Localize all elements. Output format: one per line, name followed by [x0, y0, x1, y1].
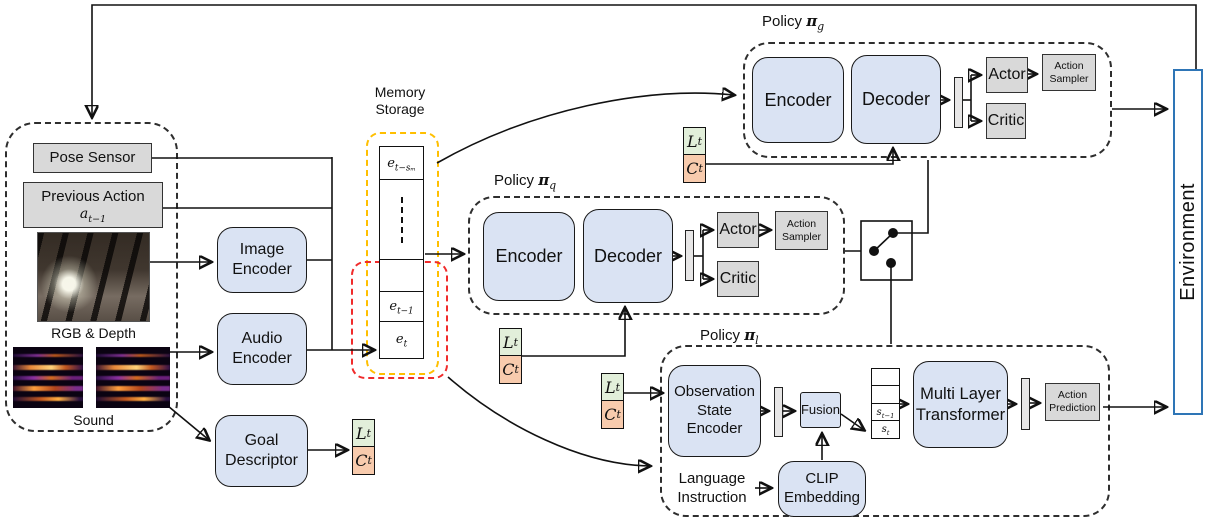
sound-caption: Sound — [73, 412, 114, 428]
pose-sensor-label: Pose Sensor — [49, 149, 136, 166]
policy-g-decoder-box: Decoder — [851, 55, 941, 144]
ellipsis-dashes — [400, 196, 403, 243]
state-cell-empty — [871, 385, 900, 405]
policy-g-feature-bar — [954, 77, 963, 128]
env-feedback-wire — [92, 4, 1197, 117]
memory-cell-ellipsis — [379, 179, 424, 261]
memory-cell-e-t: et — [379, 320, 424, 359]
rgb-depth-image — [37, 232, 150, 322]
input-panel — [5, 122, 178, 432]
memory-to-policy-l-wire — [447, 376, 650, 466]
previous-action-label: Previous Action — [41, 187, 145, 205]
state-cell-s-t: st — [871, 420, 900, 440]
state-cell-s-t-1: st−1 — [871, 402, 900, 422]
memory-cell-e-t-sm: et−sₘ — [379, 146, 424, 181]
policy-g-actor-box: Actor — [986, 57, 1028, 93]
state-stack: st−1 st — [871, 368, 900, 440]
policy-l-feature-bar — [774, 387, 783, 437]
fusion-box: Fusion — [800, 392, 841, 428]
memory-cell-empty — [379, 258, 424, 293]
policy-l-container — [660, 345, 1110, 517]
audio-encoder-box: Audio Encoder — [217, 313, 307, 385]
policy-g-action-sampler-box: Action Sampler — [1042, 54, 1096, 91]
policy-switch-box — [860, 220, 913, 281]
memory-storage-title: Memory Storage — [374, 84, 426, 117]
memory-cell-e-t-1: et−1 — [379, 291, 424, 323]
policy-g-critic-box: Critic — [986, 103, 1026, 139]
pose-sensor-box: Pose Sensor — [33, 143, 152, 173]
memory-to-policy-g-wire — [436, 93, 734, 164]
spectrogram-left — [13, 347, 83, 408]
policy-q-critic-box: Critic — [717, 261, 759, 297]
policy-q-action-sampler-box: Action Sampler — [775, 211, 828, 250]
policy-q-feature-bar — [685, 230, 694, 281]
memory-column: et−sₘ et−1 et — [379, 146, 424, 359]
state-cell-empty — [871, 368, 900, 387]
policy-q-title: Policy πq — [494, 171, 557, 192]
observation-state-encoder-box: Observation State Encoder — [668, 365, 761, 457]
environment-box: Environment — [1173, 69, 1203, 415]
policy-l-title: Policy πl — [700, 326, 759, 347]
policy-g-encoder-box: Encoder — [752, 57, 844, 143]
policy-g-container — [743, 42, 1112, 158]
rgb-depth-caption: RGB & Depth — [51, 325, 136, 341]
image-encoder-box: Image Encoder — [217, 227, 307, 293]
action-prediction-box: Action Prediction — [1045, 383, 1100, 421]
environment-label: Environment — [1176, 183, 1199, 301]
policy-q-decoder-box: Decoder — [583, 209, 673, 303]
policy-q-container — [468, 196, 845, 315]
previous-action-math: at−1 — [79, 205, 107, 225]
policy-l-output-bar — [1021, 378, 1030, 430]
spectrogram-right — [96, 347, 170, 408]
previous-action-box: Previous Action at−1 — [23, 182, 163, 228]
language-instruction-label: Language Instruction — [677, 470, 747, 506]
multi-layer-transformer-box: Multi Layer Transformer — [913, 361, 1008, 448]
policy-q-encoder-box: Encoder — [483, 212, 575, 301]
policy-q-actor-box: Actor — [717, 212, 759, 248]
policy-g-title: Policy πg — [762, 12, 825, 33]
clip-embedding-box: CLIP Embedding — [778, 461, 866, 517]
goal-descriptor-box: Goal Descriptor — [215, 415, 308, 487]
